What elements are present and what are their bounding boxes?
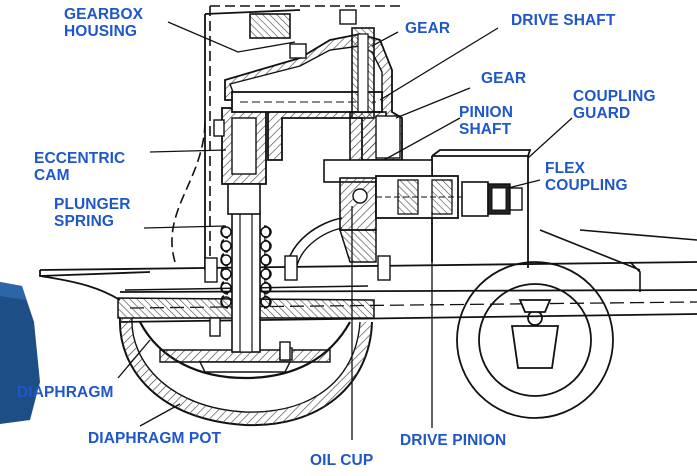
label-eccentric-cam-line1: ECCENTRIC — [34, 150, 126, 167]
label-pinion-shaft-line2: SHAFT — [459, 121, 512, 138]
label-gearbox-housing: GEARBOX HOUSING — [64, 6, 143, 40]
label-oil-cup-text: OIL CUP — [310, 452, 374, 469]
leader-diaphragm — [117, 339, 151, 379]
label-coupling-guard-line2: GUARD — [573, 105, 631, 122]
label-diaphragm: DIAPHRAGM — [17, 384, 113, 401]
label-diaphragm-pot: DIAPHRAGM POT — [88, 430, 221, 447]
label-flex-coupling-line2: COUPLING — [545, 177, 628, 194]
plunger-spring — [220, 211, 272, 353]
leader-flex-coupling — [507, 179, 541, 189]
label-coupling-guard: COUPLING GUARD — [573, 88, 656, 122]
label-pinion-shaft-line1: PINION — [459, 104, 513, 121]
gear-mid — [349, 111, 401, 163]
leader-gearbox-housing — [167, 21, 296, 53]
label-gearbox-housing-line2: HOUSING — [64, 23, 138, 40]
leader-gear-top — [371, 31, 399, 47]
label-plunger-spring-line1: PLUNGER — [54, 196, 131, 213]
wheel — [456, 261, 614, 419]
label-diaphragm-text: DIAPHRAGM — [17, 384, 114, 401]
label-plunger-spring-line2: SPRING — [54, 213, 115, 230]
label-eccentric-cam-line2: CAM — [34, 167, 70, 184]
label-plunger-spring: PLUNGER SPRING — [54, 196, 130, 230]
wheel-bracket — [539, 229, 697, 292]
label-diaphragm-pot-text: DIAPHRAGM POT — [88, 430, 222, 447]
label-gear-mid: GEAR — [481, 70, 526, 87]
leader-eccentric-cam — [149, 149, 227, 153]
blue-machine-part-shade — [0, 282, 26, 300]
leader-plunger-spring — [143, 225, 227, 229]
flange-bolts — [204, 255, 391, 361]
flex-coupling — [461, 181, 523, 217]
leader-coupling-guard — [527, 117, 573, 159]
label-coupling-guard-line1: COUPLING — [573, 88, 656, 105]
eccentric-cam — [213, 107, 267, 215]
frame-outline — [171, 5, 400, 268]
label-pinion-shaft: PINION SHAFT — [459, 104, 513, 138]
leader-gear-mid — [395, 87, 471, 119]
leader-drive-shaft — [379, 27, 499, 101]
label-gear-top: GEAR — [405, 20, 450, 37]
leader-lines — [117, 21, 573, 440]
label-drive-shaft-text: DRIVE SHAFT — [511, 12, 616, 29]
gear-top — [351, 27, 375, 119]
label-drive-shaft: DRIVE SHAFT — [511, 12, 615, 29]
label-drive-pinion-text: DRIVE PINION — [400, 432, 507, 449]
label-gear-mid-text: GEAR — [481, 70, 527, 87]
label-drive-pinion: DRIVE PINION — [400, 432, 506, 449]
pinion-shaft-housing — [285, 159, 433, 271]
label-oil-cup: OIL CUP — [310, 452, 373, 469]
blue-machine-part — [0, 282, 40, 424]
frame-back-plate — [204, 9, 301, 270]
label-flex-coupling: FLEX COUPLING — [545, 160, 628, 194]
label-gearbox-housing-line1: GEARBOX — [64, 6, 144, 23]
drive-pinion — [375, 175, 470, 219]
label-gear-top-text: GEAR — [405, 20, 451, 37]
label-eccentric-cam: ECCENTRIC CAM — [34, 150, 125, 184]
label-flex-coupling-line1: FLEX — [545, 160, 586, 177]
leader-pinion-shaft — [383, 117, 461, 161]
leader-diaphragm-pot — [139, 403, 181, 427]
